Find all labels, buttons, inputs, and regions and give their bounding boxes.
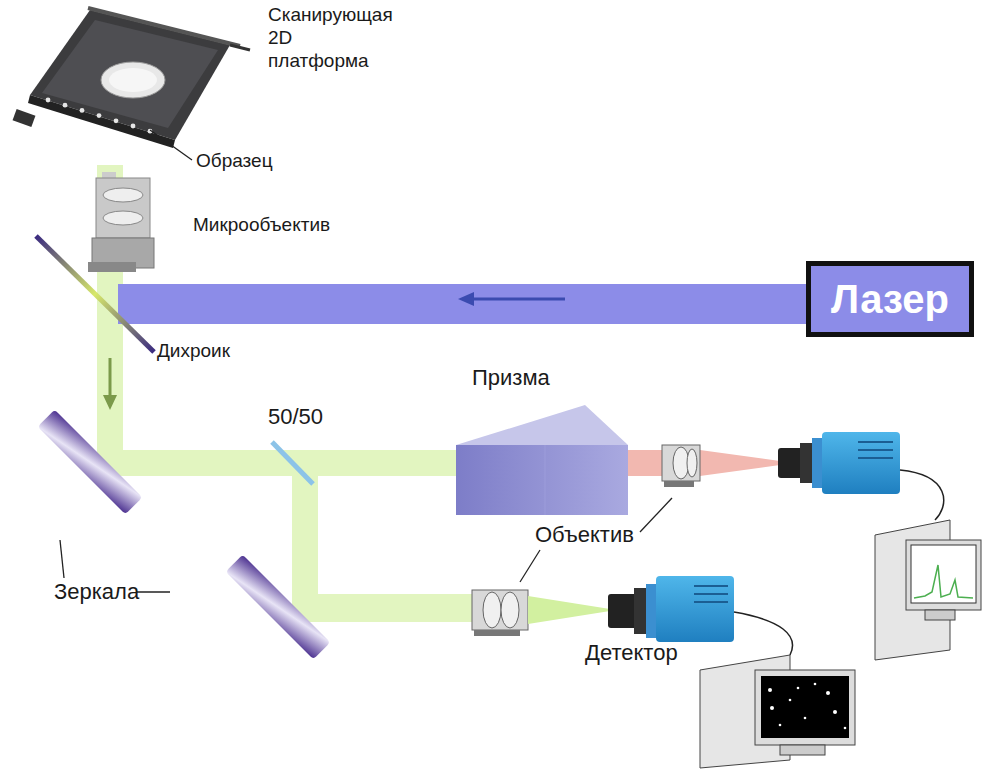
computer xyxy=(875,520,981,660)
micro-objective xyxy=(88,172,154,272)
beam-splitter xyxy=(272,442,313,484)
part-label: Призма xyxy=(472,365,550,391)
camera-detector xyxy=(778,432,900,494)
objective-lens xyxy=(472,590,528,636)
leader-lines xyxy=(60,130,672,592)
part-label: Объектив xyxy=(535,522,634,548)
red-beam xyxy=(628,450,662,476)
part-label: Детектор xyxy=(585,640,678,666)
red-cone xyxy=(700,450,780,476)
scan-platform xyxy=(13,8,250,148)
laser-box: Лазер xyxy=(806,261,974,337)
objective-lens xyxy=(662,445,700,487)
part-label: Сканирующая 2D платформа xyxy=(268,4,398,72)
beam-arrow xyxy=(458,292,565,306)
computer xyxy=(700,655,855,768)
node-text: Лазер xyxy=(831,277,949,322)
part-label: Дихроик xyxy=(157,340,230,363)
prism xyxy=(456,405,628,515)
part-label: Зеркала xyxy=(54,579,139,605)
down-arrow xyxy=(103,358,117,410)
laser-beam xyxy=(118,284,808,324)
green-cone xyxy=(528,596,610,624)
mirror xyxy=(38,410,143,515)
camera-detector xyxy=(608,576,734,642)
platform-holes xyxy=(46,98,153,134)
part-label: Образец xyxy=(196,150,273,173)
dichroic-mirror xyxy=(36,236,154,352)
part-label: Микрообъектив xyxy=(193,214,330,237)
mirror xyxy=(226,555,331,660)
emission-beam xyxy=(97,165,472,622)
part-label: 50/50 xyxy=(268,404,323,430)
